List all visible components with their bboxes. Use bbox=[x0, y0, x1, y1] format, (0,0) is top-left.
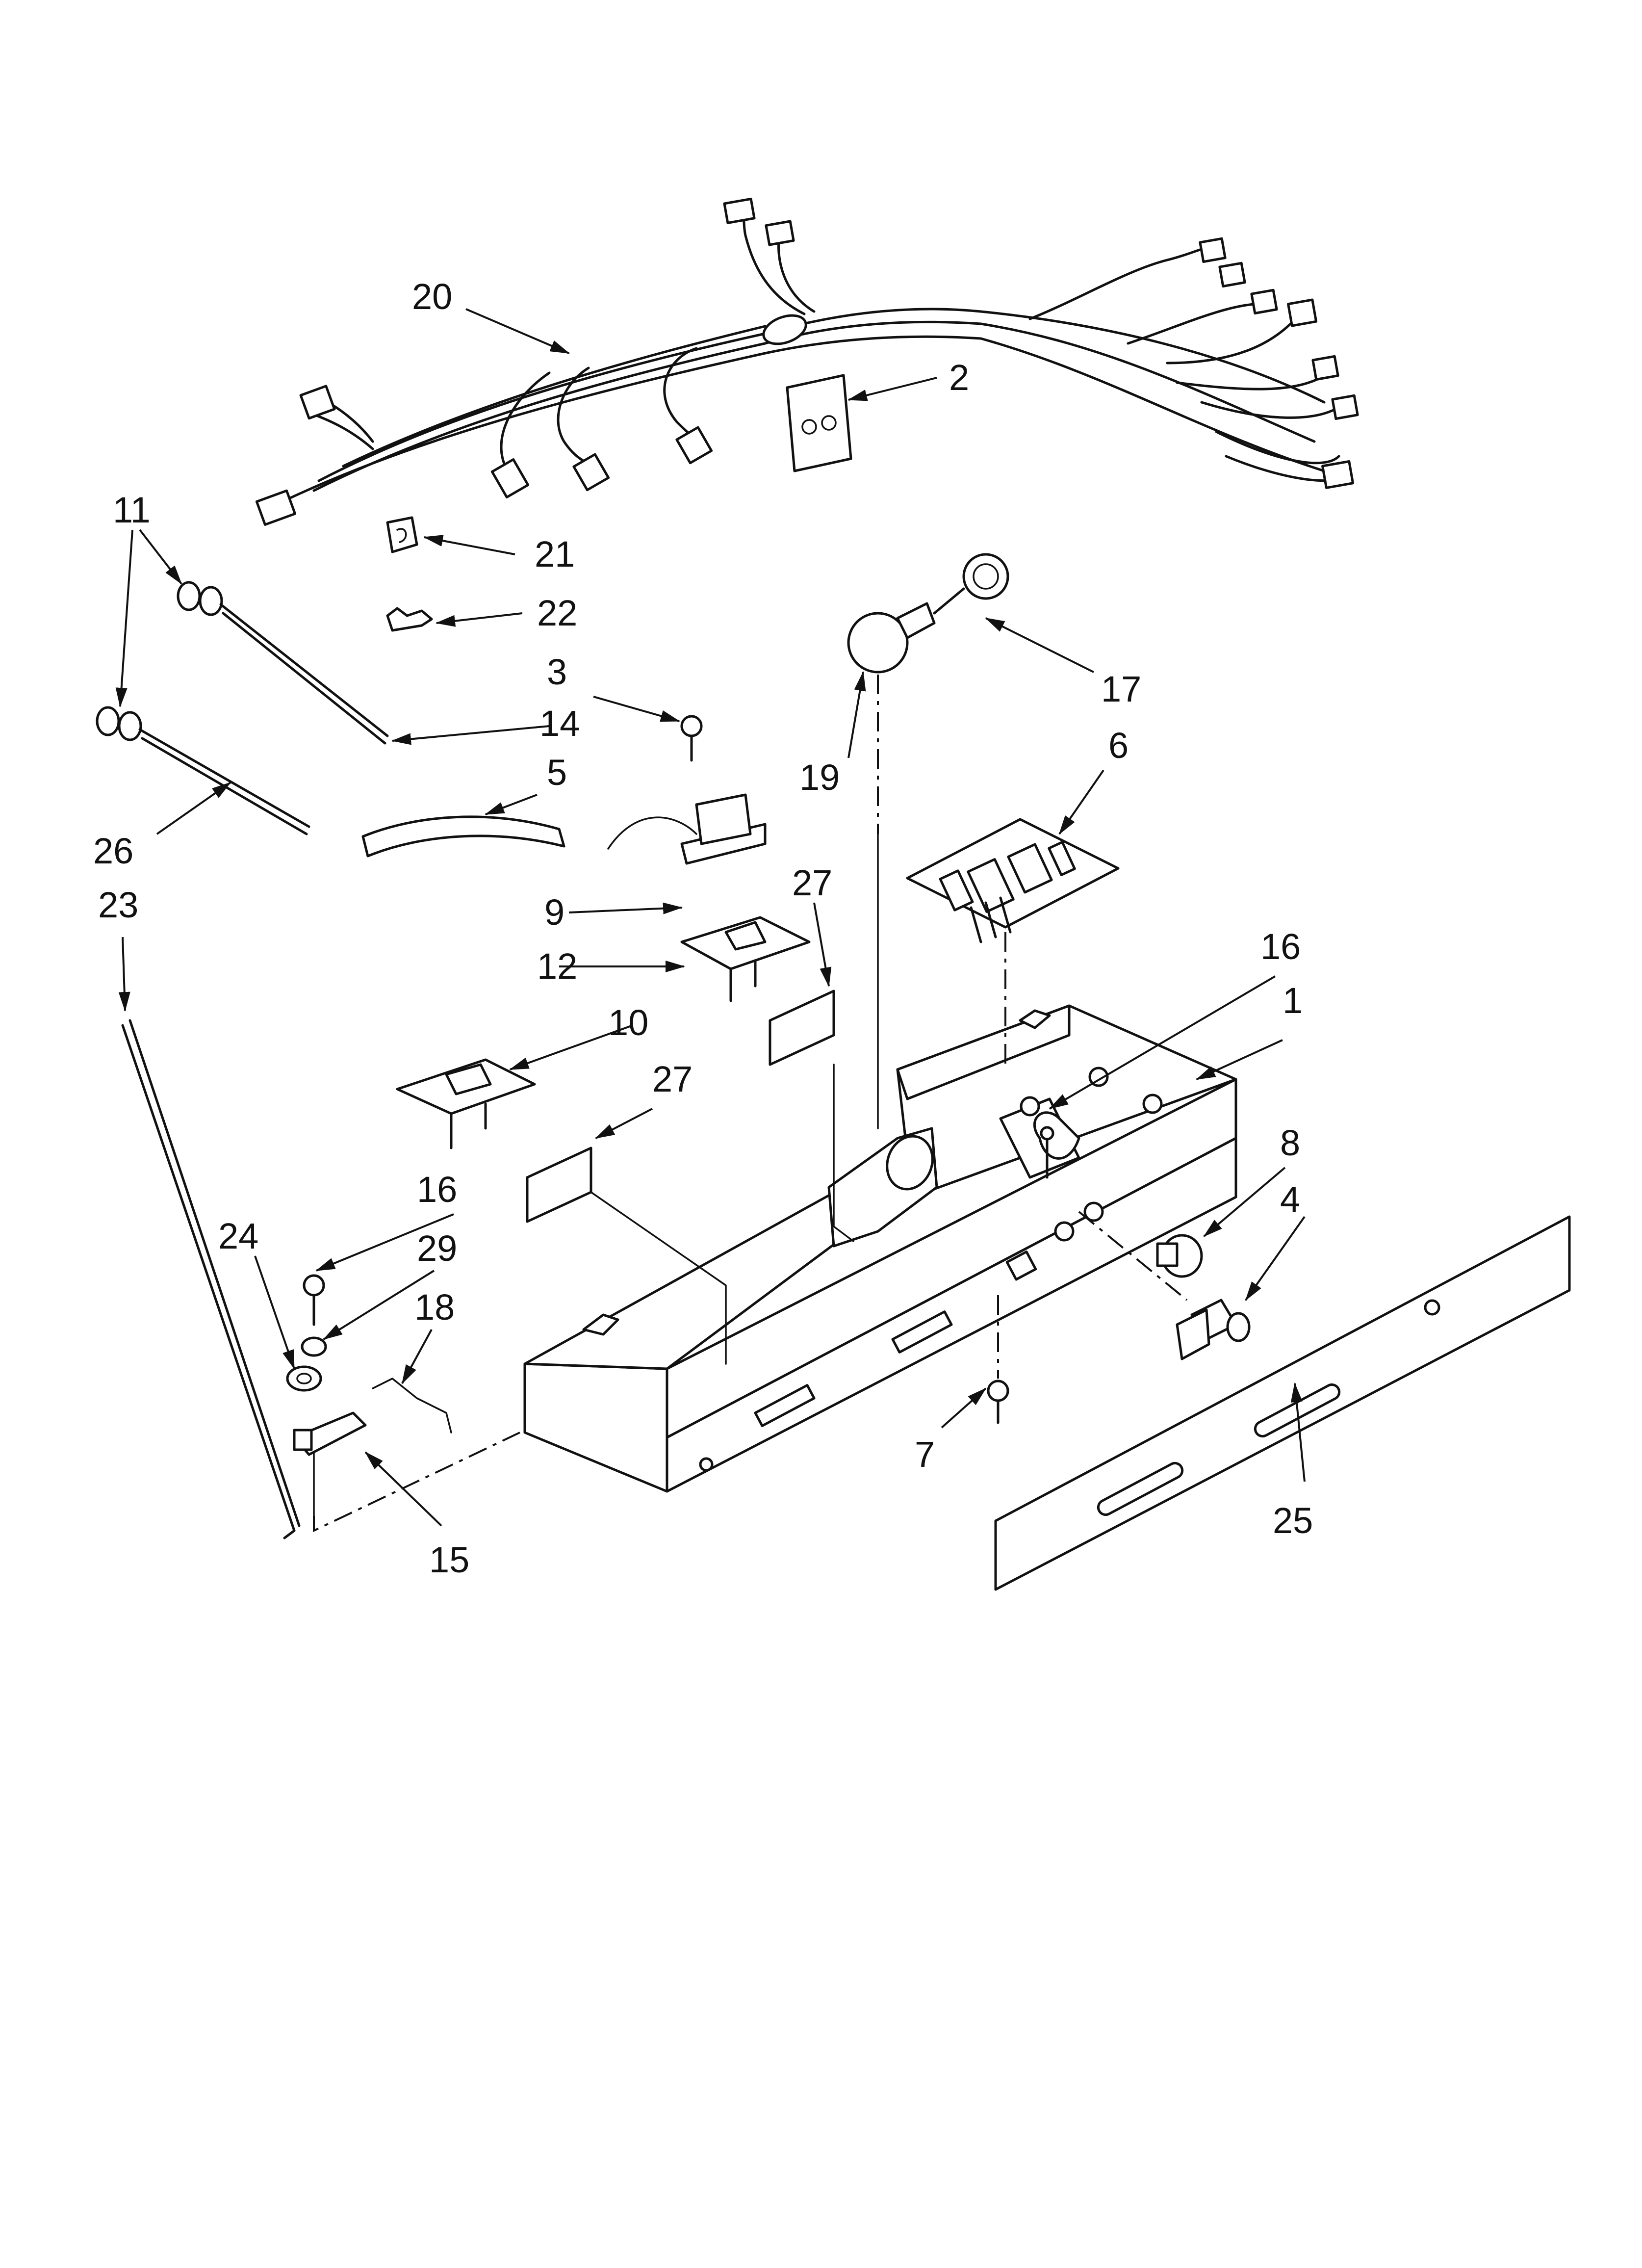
callout-24: 24 bbox=[218, 1216, 258, 1256]
callout-10: 10 bbox=[608, 1002, 648, 1043]
part-12-bracket bbox=[680, 916, 811, 1002]
callout-9: 9 bbox=[544, 892, 564, 933]
callout-26: 26 bbox=[93, 831, 133, 871]
part-6-control-board bbox=[906, 818, 1120, 943]
part-26-tube bbox=[138, 728, 310, 835]
part-19-bulb bbox=[847, 602, 936, 674]
callout-16-housing: 16 bbox=[1260, 926, 1301, 967]
part-3-screw bbox=[680, 715, 703, 762]
part-11-grommets bbox=[96, 581, 223, 741]
part-16-screw-housing bbox=[1033, 1111, 1080, 1179]
callout-14: 14 bbox=[539, 703, 580, 744]
callout-29: 29 bbox=[417, 1228, 457, 1269]
part-8-button bbox=[1156, 1234, 1203, 1278]
callout-3: 3 bbox=[547, 652, 567, 692]
callout-20: 20 bbox=[412, 276, 452, 317]
part-5-hose bbox=[361, 815, 565, 858]
callout-7: 7 bbox=[915, 1434, 935, 1475]
callout-23: 23 bbox=[98, 885, 138, 925]
callout-17: 17 bbox=[1101, 669, 1141, 709]
callout-27-lower: 27 bbox=[652, 1059, 693, 1099]
callout-2: 2 bbox=[949, 357, 969, 398]
callout-27-upper: 27 bbox=[792, 862, 832, 903]
part-1-control-housing bbox=[523, 1004, 1237, 1493]
callout-12: 12 bbox=[537, 946, 577, 987]
part-22-clip bbox=[386, 607, 433, 632]
part-25-trim-panel bbox=[994, 1215, 1571, 1591]
callout-5: 5 bbox=[547, 752, 567, 793]
part-29-washer bbox=[301, 1336, 327, 1357]
callout-18: 18 bbox=[414, 1287, 455, 1328]
part-17-socket bbox=[933, 553, 1009, 615]
part-27-label-upper bbox=[769, 990, 835, 1066]
part-7-screw bbox=[987, 1380, 1009, 1424]
wire-harness bbox=[255, 197, 1359, 526]
callout-11: 11 bbox=[113, 490, 151, 530]
callout-19: 19 bbox=[799, 757, 840, 798]
callout-1: 1 bbox=[1283, 980, 1303, 1021]
callout-8: 8 bbox=[1280, 1122, 1300, 1163]
part-14-tube bbox=[219, 603, 389, 745]
part-27-label-lower bbox=[526, 1147, 592, 1223]
callout-6: 6 bbox=[1108, 725, 1129, 766]
part-10-bracket bbox=[396, 1058, 536, 1149]
part-9-switch bbox=[607, 793, 767, 865]
part-23-rod bbox=[121, 1019, 301, 1539]
part-15-bracket bbox=[293, 1411, 367, 1456]
part-2-pad bbox=[786, 374, 852, 472]
assembly-lines bbox=[313, 675, 1188, 1533]
part-16-screw-left bbox=[303, 1274, 325, 1326]
part-4-switch bbox=[1176, 1299, 1251, 1360]
callout-numbers: 20 2 11 21 22 3 17 14 19 6 5 26 27 9 23 … bbox=[93, 276, 1313, 1580]
part-18-spring bbox=[372, 1378, 452, 1434]
callout-21: 21 bbox=[535, 534, 575, 574]
part-24-washer bbox=[286, 1365, 322, 1392]
callout-25: 25 bbox=[1273, 1500, 1313, 1541]
callout-22: 22 bbox=[537, 593, 577, 633]
part-21-clip bbox=[386, 516, 418, 553]
callout-16-left: 16 bbox=[417, 1169, 457, 1210]
leader-arrows bbox=[115, 308, 1306, 1527]
callout-15: 15 bbox=[429, 1539, 469, 1580]
callout-4: 4 bbox=[1280, 1179, 1300, 1220]
